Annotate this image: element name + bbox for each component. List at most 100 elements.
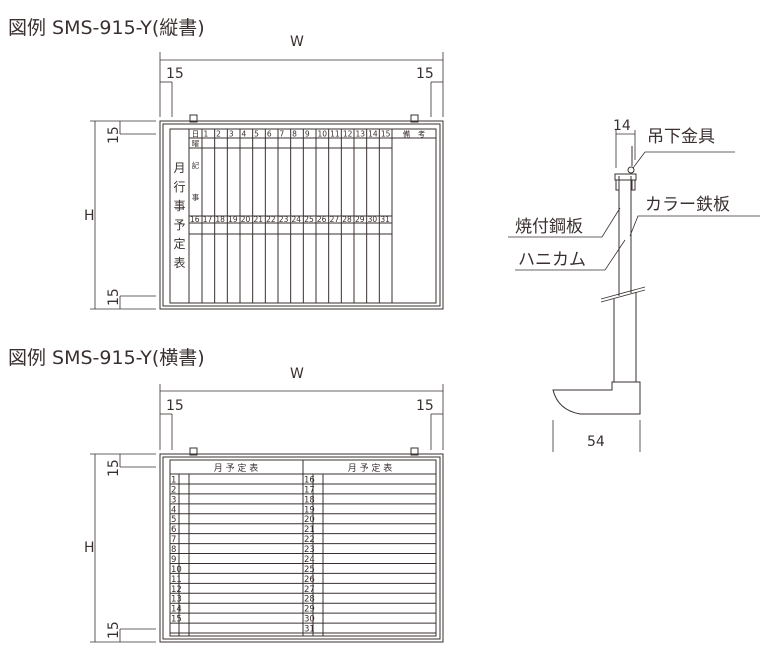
row-number: 21 — [304, 525, 315, 535]
notes-char-1: 記 — [192, 160, 200, 170]
day-number: 24 — [292, 215, 302, 224]
day-number: 16 — [190, 215, 200, 224]
baked-steel-label: 焼付鋼板 — [515, 217, 583, 237]
foot-dim-label: 54 — [587, 434, 605, 450]
day-number: 13 — [356, 130, 366, 139]
side-title-char: 行 — [173, 180, 185, 194]
board-frame-outer — [159, 120, 444, 310]
board-frame-inner-2 — [162, 456, 441, 640]
row-number: 26 — [304, 575, 315, 585]
day-number: 14 — [368, 130, 378, 139]
row-number: 23 — [304, 545, 315, 555]
horizontal-diagram-title: 図例 SMS-915-Y(横書) — [8, 347, 205, 369]
day-number: 7 — [280, 130, 285, 139]
horizontal-board: 1234567891011121314151617181920212223242… — [159, 447, 444, 643]
baked-steel-leader — [508, 207, 621, 238]
day-number: 27 — [330, 215, 340, 224]
margin-top-label-2: 15 — [106, 459, 122, 477]
day-number: 23 — [279, 215, 289, 224]
row-number: 16 — [304, 475, 315, 485]
day-number: 20 — [241, 215, 251, 224]
row-number: 25 — [304, 565, 315, 575]
honeycomb-label: ハニカム — [518, 250, 586, 270]
vertical-board-dimensions: W 15 15 H 15 15 — [84, 34, 444, 310]
row-number: 1 — [171, 475, 176, 485]
day-number: 10 — [318, 130, 328, 139]
day-number: 28 — [342, 215, 352, 224]
day-number: 1 — [204, 130, 209, 139]
hanger-label: 吊下金具 — [647, 127, 715, 147]
day-number: 6 — [267, 130, 272, 139]
notes-char-2: 事 — [192, 192, 200, 202]
hanger-leader — [632, 151, 735, 169]
height-label: H — [84, 208, 95, 224]
day-number: 22 — [266, 215, 276, 224]
margin-left-label: 15 — [166, 66, 184, 82]
day-number: 17 — [203, 215, 213, 224]
right-header: 月 予 定 表 — [348, 462, 393, 474]
row-number: 11 — [171, 575, 182, 585]
row-number: 5 — [171, 515, 176, 525]
margin-left-label-2: 15 — [166, 398, 184, 414]
hanger-hook-left — [189, 114, 198, 123]
day-number: 26 — [317, 215, 327, 224]
row-number: 19 — [304, 505, 315, 515]
hanger-hook-right-2 — [410, 447, 419, 456]
day-number: 19 — [228, 215, 238, 224]
row-number: 4 — [171, 505, 176, 515]
side-title-char: 定 — [173, 236, 185, 251]
vertical-diagram-title: 図例 SMS-915-Y(縦書) — [8, 17, 205, 39]
row-number: 22 — [304, 535, 315, 545]
row-number: 10 — [171, 565, 182, 575]
day-number: 30 — [368, 215, 378, 224]
day-number: 15 — [381, 130, 391, 139]
side-title-char: 事 — [173, 199, 185, 213]
board-frame-inner — [162, 123, 441, 307]
day-number: 18 — [215, 215, 225, 224]
side-title-char: 表 — [173, 256, 185, 270]
day-number: 29 — [355, 215, 365, 224]
left-header: 月 予 定 表 — [214, 462, 259, 474]
day-number: 31 — [380, 215, 390, 224]
thickness-dim-label: 14 — [613, 118, 631, 134]
day-number: 25 — [304, 215, 314, 224]
honeycomb-leader — [515, 239, 626, 271]
row-number: 29 — [304, 605, 315, 615]
row-number: 2 — [171, 485, 176, 495]
section-view: 14 54 吊下金具 カラー鉄板 焼付鋼板 ハニカム — [508, 118, 760, 452]
row-number: 9 — [171, 555, 176, 565]
hanger-hook-right — [410, 114, 419, 123]
margin-bottom-label-2: 15 — [106, 621, 122, 639]
row-number: 24 — [304, 555, 315, 565]
row-number: 7 — [171, 535, 176, 545]
day-number: 8 — [292, 130, 297, 139]
day-number: 21 — [253, 215, 263, 224]
row-number: 31 — [304, 625, 315, 635]
day-number: 12 — [343, 130, 353, 139]
width-label: W — [290, 34, 304, 50]
side-title-char: 月 — [173, 161, 185, 175]
color-steel-label: カラー鉄板 — [645, 195, 730, 215]
day-number: 9 — [305, 130, 310, 139]
day-number: 5 — [254, 130, 259, 139]
margin-top-label: 15 — [106, 126, 122, 144]
side-title-char: 予 — [173, 218, 185, 232]
row-number: 13 — [171, 595, 182, 605]
day-label: 日 — [192, 130, 200, 139]
color-steel-leader — [629, 215, 760, 237]
margin-right-label-2: 15 — [416, 398, 434, 414]
row-number: 27 — [304, 585, 315, 595]
break-line — [600, 289, 646, 303]
row-number: 3 — [171, 495, 176, 505]
day-number: 11 — [330, 130, 340, 139]
row-number: 8 — [171, 545, 176, 555]
margin-right-label: 15 — [416, 66, 434, 82]
horizontal-board-dimensions: W 15 15 H 15 15 — [84, 366, 444, 643]
row-number: 14 — [171, 605, 182, 615]
remarks-label: 備 考 — [403, 129, 426, 139]
height-label-2: H — [84, 540, 95, 556]
foot-profile — [552, 381, 641, 415]
weekday-label: 曜 — [192, 139, 200, 148]
